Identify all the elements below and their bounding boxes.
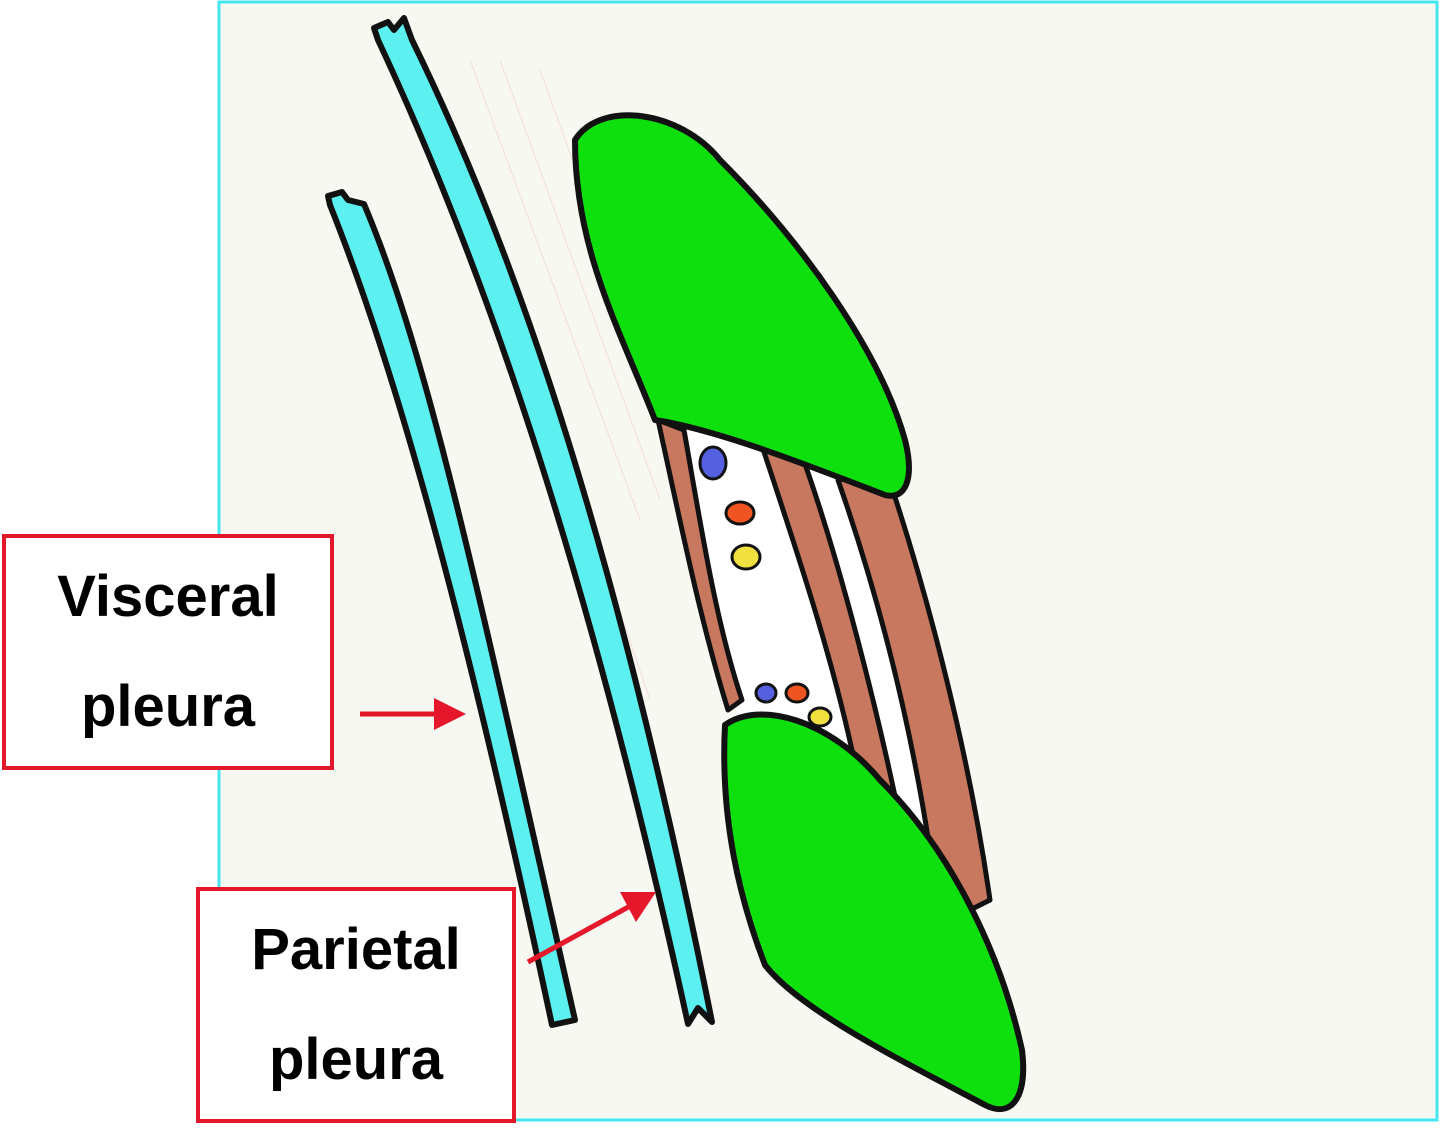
- parietal-label-line2: pleura: [268, 1027, 444, 1092]
- parietal-label-line1: Parietal: [251, 917, 461, 982]
- parietal-pleura-band: [371, 15, 715, 1027]
- parietal-arrow: [526, 892, 656, 965]
- lower-vein: [754, 682, 778, 704]
- upper-nerve: [730, 543, 762, 571]
- upper-vein: [698, 445, 728, 481]
- visceral-pleura-band: [325, 189, 578, 1028]
- visceral-arrow: [360, 698, 466, 730]
- innermost-intercostal-muscle: [655, 417, 745, 713]
- external-intercostal-muscle: [835, 467, 993, 913]
- upper-rib: [572, 112, 912, 499]
- visceral-pleura-label: Visceral pleura: [2, 534, 334, 770]
- lower-artery: [784, 682, 810, 704]
- lower-rib: [721, 711, 1027, 1113]
- visceral-label-line1: Visceral: [57, 564, 279, 629]
- parietal-pleura-label: Parietal pleura: [196, 887, 516, 1123]
- upper-artery: [724, 500, 756, 526]
- visceral-label-line2: pleura: [80, 674, 256, 739]
- lower-nerve: [807, 706, 833, 728]
